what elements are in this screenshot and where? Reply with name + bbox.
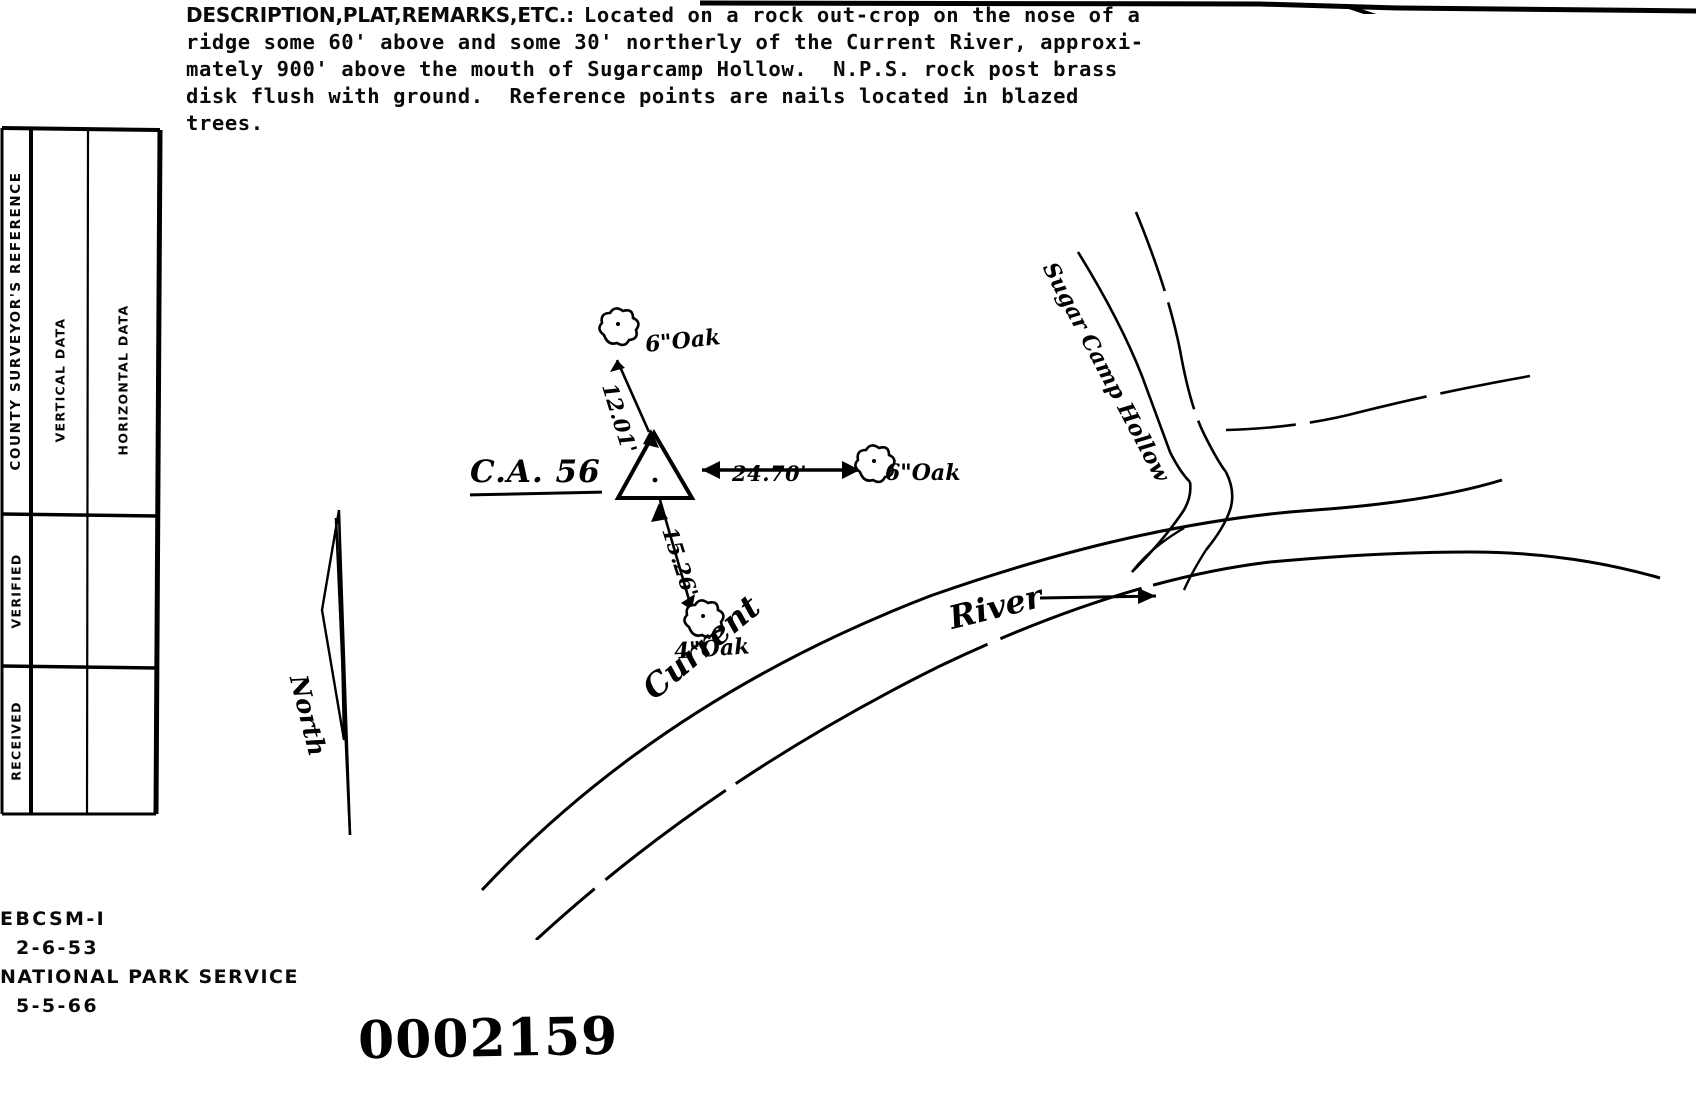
description-line-2: ridge some 60' above and some 30' northe…: [186, 30, 1144, 54]
plat-drawing: C.A. 56 6"Oak 6"Oak 4"Oak 24.70' 12.01' …: [240, 180, 1696, 942]
footer-agency-name: NATIONAL PARK SERVICE: [0, 966, 299, 988]
form-table-grid: [0, 126, 163, 816]
description-line-4: disk flush with ground. Reference points…: [186, 84, 1080, 108]
form-footer: EBCSM-I 2-6-53 NATIONAL PARK SERVICE 5-5…: [0, 905, 340, 1021]
footer-agency-date: 5-5-66: [16, 995, 100, 1017]
river-flow-arrow-icon: [1039, 588, 1157, 604]
hollow-river-junction: [1131, 526, 1208, 591]
tie-line-upper: [610, 359, 659, 448]
row-header-received-label: RECEIVED: [8, 701, 23, 781]
station-label-text: C.A. 56: [470, 454, 601, 490]
description-heading: DESCRIPTION,PLAT,REMARKS,ETC.:: [186, 3, 574, 27]
table-header-cell-county-surveyors-reference: COUNTY SURVEYOR'S REFERENCE: [0, 126, 31, 516]
description-line-5: trees.: [186, 111, 264, 135]
tie-line-right: [702, 461, 860, 479]
table-row-header-verified: VERIFIED: [0, 516, 31, 666]
column-header-vertical-data-label: VERTICAL DATA: [52, 317, 67, 443]
distance-label-right: 24.70': [732, 461, 808, 486]
footer-form-date: 2-6-53: [16, 937, 100, 959]
description-block: DESCRIPTION,PLAT,REMARKS,ETC.: Located o…: [186, 2, 1526, 137]
description-line-3: mately 900' above the mouth of Sugarcamp…: [186, 57, 1118, 81]
hollow-east-bank: [1134, 211, 1234, 551]
table-header-label: COUNTY SURVEYOR'S REFERENCE: [7, 171, 24, 471]
description-first-row: DESCRIPTION,PLAT,REMARKS,ETC.: Located o…: [186, 2, 1526, 29]
station-monument-triangle: [614, 428, 696, 500]
tree-symbol-oak-bottom: [683, 599, 725, 639]
tree-symbol-oak-right: [854, 444, 896, 484]
river-north-bank: [480, 478, 1503, 892]
document-stamp-number: 0002159: [357, 1005, 619, 1072]
plat-sketch-vector: [320, 211, 1661, 942]
table-cell-verified-vertical[interactable]: [32, 517, 87, 665]
scan-edge-rule: [700, 0, 1696, 14]
table-cell-verified-horizontal[interactable]: [89, 517, 156, 665]
column-header-horizontal-data-label: HORIZONTAL DATA: [115, 304, 131, 456]
row-header-verified-label: VERIFIED: [8, 553, 23, 629]
tree-symbol-oak-top: [598, 307, 640, 347]
table-column-header-horizontal-data: HORIZONTAL DATA: [88, 246, 158, 514]
county-surveyor-reference-table: COUNTY SURVEYOR'S REFERENCE VERTICAL DAT…: [0, 126, 166, 816]
north-arrow-icon: [320, 509, 352, 836]
tree-label-oak-right: 6"Oak: [885, 460, 961, 486]
footer-form-code: EBCSM-I: [0, 908, 107, 930]
river-south-bank: [534, 550, 1661, 942]
ridge-line-northeast: [1225, 374, 1531, 432]
table-cell-received-horizontal[interactable]: [89, 669, 156, 813]
table-cell-received-vertical[interactable]: [32, 669, 87, 813]
station-label: C.A. 56: [470, 454, 602, 497]
table-column-header-vertical-data: VERTICAL DATA: [31, 246, 88, 514]
table-row-header-received: RECEIVED: [0, 668, 31, 814]
description-line-1: Located on a rock out-crop on the nose o…: [583, 3, 1141, 27]
